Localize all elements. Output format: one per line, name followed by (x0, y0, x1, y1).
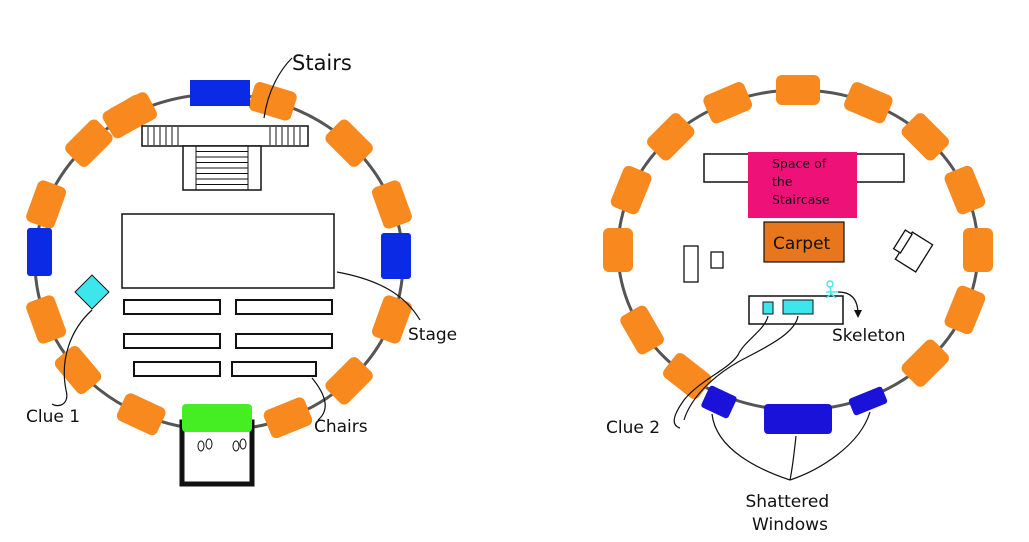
wall-segment (263, 397, 313, 439)
window-west (27, 228, 52, 276)
wall-segment (325, 357, 373, 405)
chair-row (235, 333, 333, 349)
wall-segment (54, 345, 102, 395)
right-room-map: Space of the Staircase Carpet Skeleton (603, 75, 993, 535)
clue-2-item (782, 299, 814, 315)
chair-row (235, 299, 333, 315)
wall-segment (610, 165, 652, 215)
wall-segment (901, 113, 949, 161)
wall-segment (620, 305, 664, 355)
furniture-item (710, 251, 724, 269)
footprints-icon (197, 438, 247, 452)
right-wall-segments (603, 75, 993, 400)
chair-row (123, 333, 221, 349)
chairs-label: Chairs (314, 417, 368, 437)
stage-pointer (336, 271, 421, 321)
staircase (141, 125, 309, 191)
window-top (190, 80, 250, 106)
skeleton-label: Skeleton (832, 326, 906, 346)
chair-rows (123, 299, 333, 377)
window-east (381, 233, 411, 279)
wall-segment (371, 295, 412, 344)
stage-label: Stage (408, 325, 457, 345)
wall-segment (844, 82, 893, 124)
wall-segment (248, 82, 297, 121)
wall-segment (703, 82, 752, 124)
staircase-space-label: Space of the Staircase (772, 156, 830, 207)
furniture-item (683, 245, 699, 283)
shattered-windows-pointer (711, 413, 791, 481)
chair-row (231, 361, 317, 377)
staircase-space (748, 152, 857, 218)
wall-segment (325, 119, 373, 167)
clue-2-pointer (673, 315, 769, 429)
staircase-space-line: Staircase (772, 192, 830, 207)
staircase-space-line: the (772, 174, 793, 189)
staircase-side-left (703, 153, 753, 183)
wall-segment (26, 295, 67, 344)
shattered-window (764, 404, 832, 434)
wall-segment (944, 165, 986, 215)
wall-segment (26, 180, 67, 229)
clue-1-pointer (51, 309, 93, 407)
entrance-room (179, 404, 255, 487)
skeleton-arrowhead (854, 310, 862, 318)
left-room-map: Stairs Stage Chairs Clue 1 (26, 51, 457, 487)
chairs-pointer (311, 377, 326, 421)
shattered-windows-pointer (789, 435, 797, 481)
chair-row (133, 361, 221, 377)
clue-1-label: Clue 1 (26, 407, 80, 427)
clue-2-item (762, 301, 774, 315)
wall-segment (963, 228, 993, 272)
stairs-pointer (263, 57, 293, 119)
carpet-label: Carpet (773, 234, 831, 254)
chair-row (123, 299, 221, 315)
clue-2-pointer (683, 315, 799, 421)
wall-segment (901, 339, 949, 387)
skeleton-icon (825, 280, 838, 299)
wall-segment (603, 228, 633, 272)
toppled-chair (892, 229, 934, 273)
left-wall-segments (26, 82, 412, 439)
stairs-label: Stairs (292, 51, 352, 75)
clue-2-label: Clue 2 (606, 418, 660, 438)
carpet (763, 221, 845, 263)
staircase-space-line: Space of (772, 156, 827, 171)
wall-segment (65, 119, 113, 167)
shattered-windows-line: Windows (752, 515, 828, 535)
clue-1-marker (74, 274, 110, 310)
wall-segment (647, 113, 695, 161)
wall-segment (776, 75, 820, 105)
wall-segment (116, 393, 166, 436)
entrance-door (182, 404, 252, 432)
shattered-windows-label: Shattered Windows (745, 492, 834, 535)
wall-segment (371, 180, 412, 229)
shattered-windows-pointer (789, 411, 871, 481)
shattered-windows-line: Shattered (745, 492, 829, 512)
staircase-side-right (855, 153, 905, 183)
wall-segment (944, 285, 986, 335)
wall-segment (108, 92, 157, 136)
stage (121, 213, 335, 289)
wall-segment (663, 353, 712, 400)
shattered-window (701, 385, 737, 419)
shattered-window (848, 386, 888, 416)
